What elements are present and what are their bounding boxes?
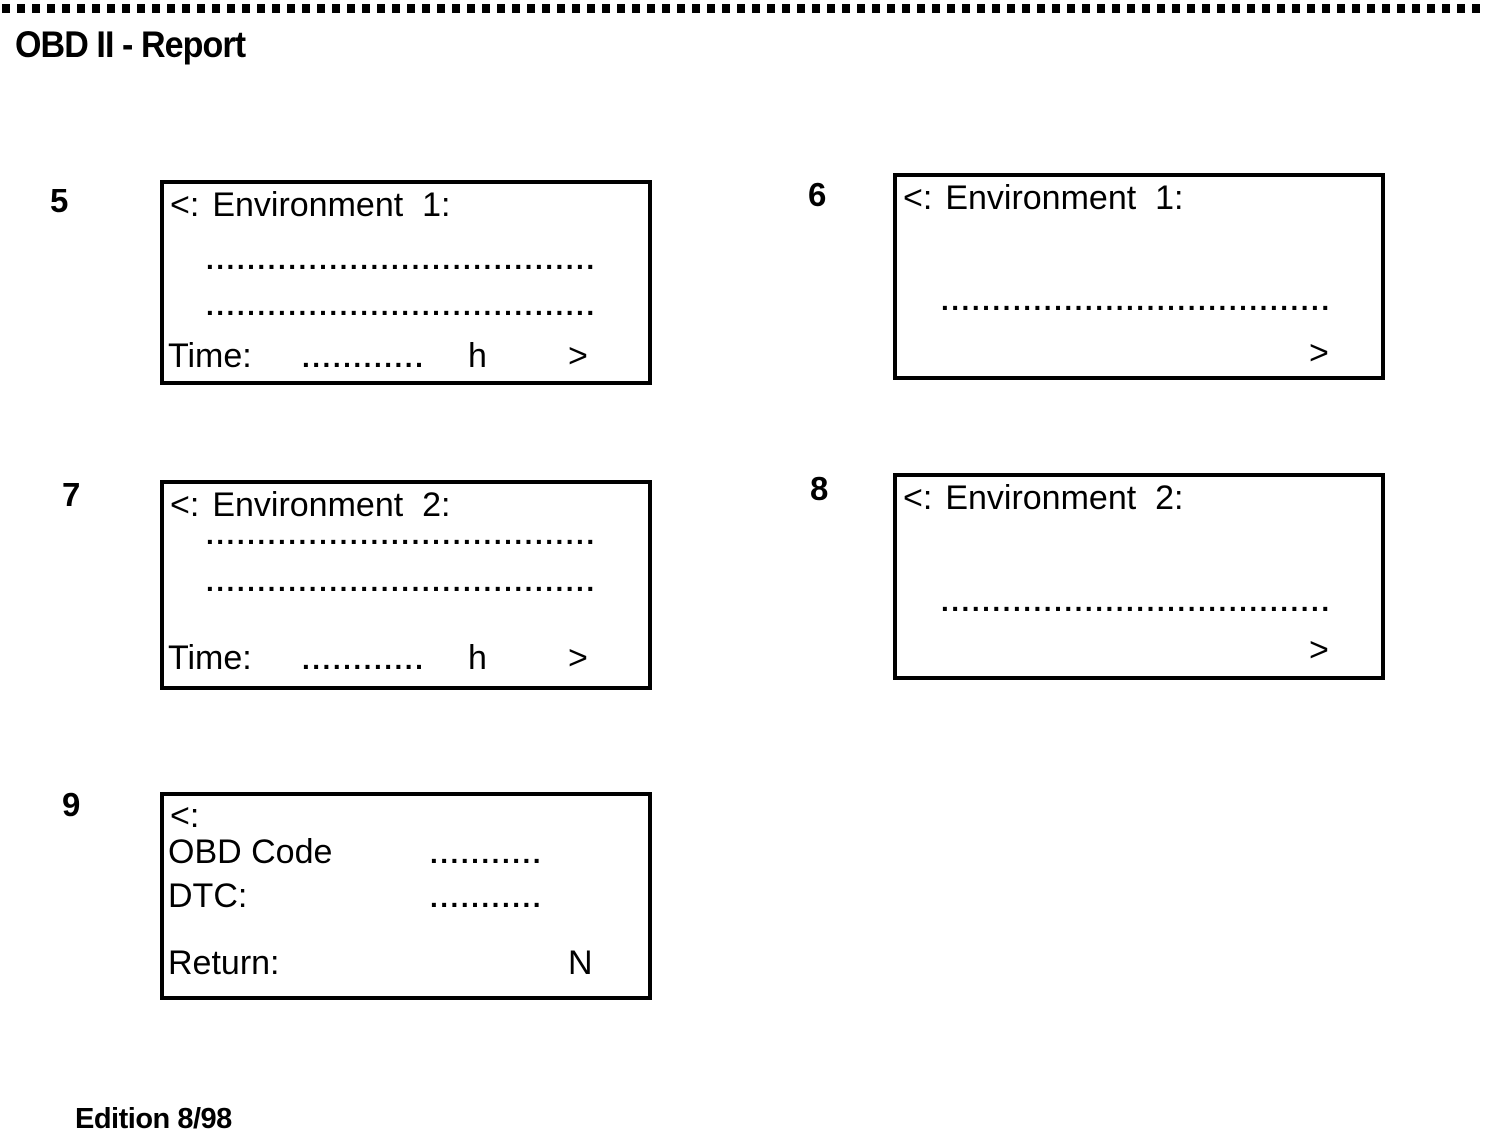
placeholder-dots-line: ...................................... <box>206 244 597 275</box>
figure-number-9: 9 <box>62 786 81 823</box>
figure-number-7: 7 <box>62 476 81 513</box>
prompt-symbol: <: <box>170 186 200 224</box>
placeholder-dots-line: ...................................... <box>941 285 1332 316</box>
display-screen-6: <: Environment 1: .......................… <box>893 173 1385 380</box>
time-label: Time: <box>168 337 252 375</box>
dtc-value-dots: ........... <box>430 882 544 913</box>
display-screen-5: <: Environment 1: .......................… <box>160 180 652 385</box>
figure-number-6: 6 <box>808 176 827 213</box>
time-unit-label: h <box>468 639 487 677</box>
next-page-arrow: > <box>1309 631 1329 669</box>
screen-header: <: Environment 1: <box>903 179 1184 217</box>
obd-code-label: OBD Code <box>168 833 333 871</box>
prompt-symbol: <: <box>170 797 200 835</box>
prompt-symbol: <: <box>170 486 200 524</box>
placeholder-dots-line: ...................................... <box>206 519 597 550</box>
screen-title: Environment 2: <box>212 486 451 524</box>
placeholder-dots-line: ...................................... <box>941 586 1332 617</box>
screen-header: <: Environment 1: <box>170 186 451 224</box>
next-page-arrow: > <box>568 337 588 375</box>
screen-header: <: Environment 2: <box>170 486 451 524</box>
screen-title: Environment 1: <box>945 179 1184 217</box>
figure-number-5: 5 <box>50 182 69 219</box>
placeholder-dots-line: ...................................... <box>206 566 597 597</box>
display-screen-8: <: Environment 2: .......................… <box>893 473 1385 680</box>
return-label: Return: <box>168 944 280 982</box>
page-title: OBD II - Report <box>15 24 246 65</box>
next-page-arrow: > <box>568 639 588 677</box>
display-screen-7: <: Environment 2: .......................… <box>160 480 652 690</box>
screen-title: Environment 2: <box>945 479 1184 517</box>
time-unit-label: h <box>468 337 487 375</box>
prompt-symbol: <: <box>903 179 933 217</box>
return-value: N <box>568 944 593 982</box>
dtc-label: DTC: <box>168 877 248 915</box>
obd-code-value-dots: ........... <box>430 838 544 869</box>
screen-title: Environment 1: <box>212 186 451 224</box>
figure-number-8: 8 <box>810 470 829 507</box>
time-value-dots: ............ <box>302 342 426 373</box>
screen-header: <: <box>170 797 212 835</box>
time-value-dots: ............ <box>302 644 426 675</box>
next-page-arrow: > <box>1309 334 1329 372</box>
edition-footer: Edition 8/98 <box>75 1103 232 1135</box>
prompt-symbol: <: <box>903 479 933 517</box>
screen-header: <: Environment 2: <box>903 479 1184 517</box>
placeholder-dots-line: ...................................... <box>206 290 597 321</box>
time-label: Time: <box>168 639 252 677</box>
dotted-divider <box>2 4 1484 13</box>
display-screen-9: <: OBD Code ........... DTC: ...........… <box>160 792 652 1000</box>
